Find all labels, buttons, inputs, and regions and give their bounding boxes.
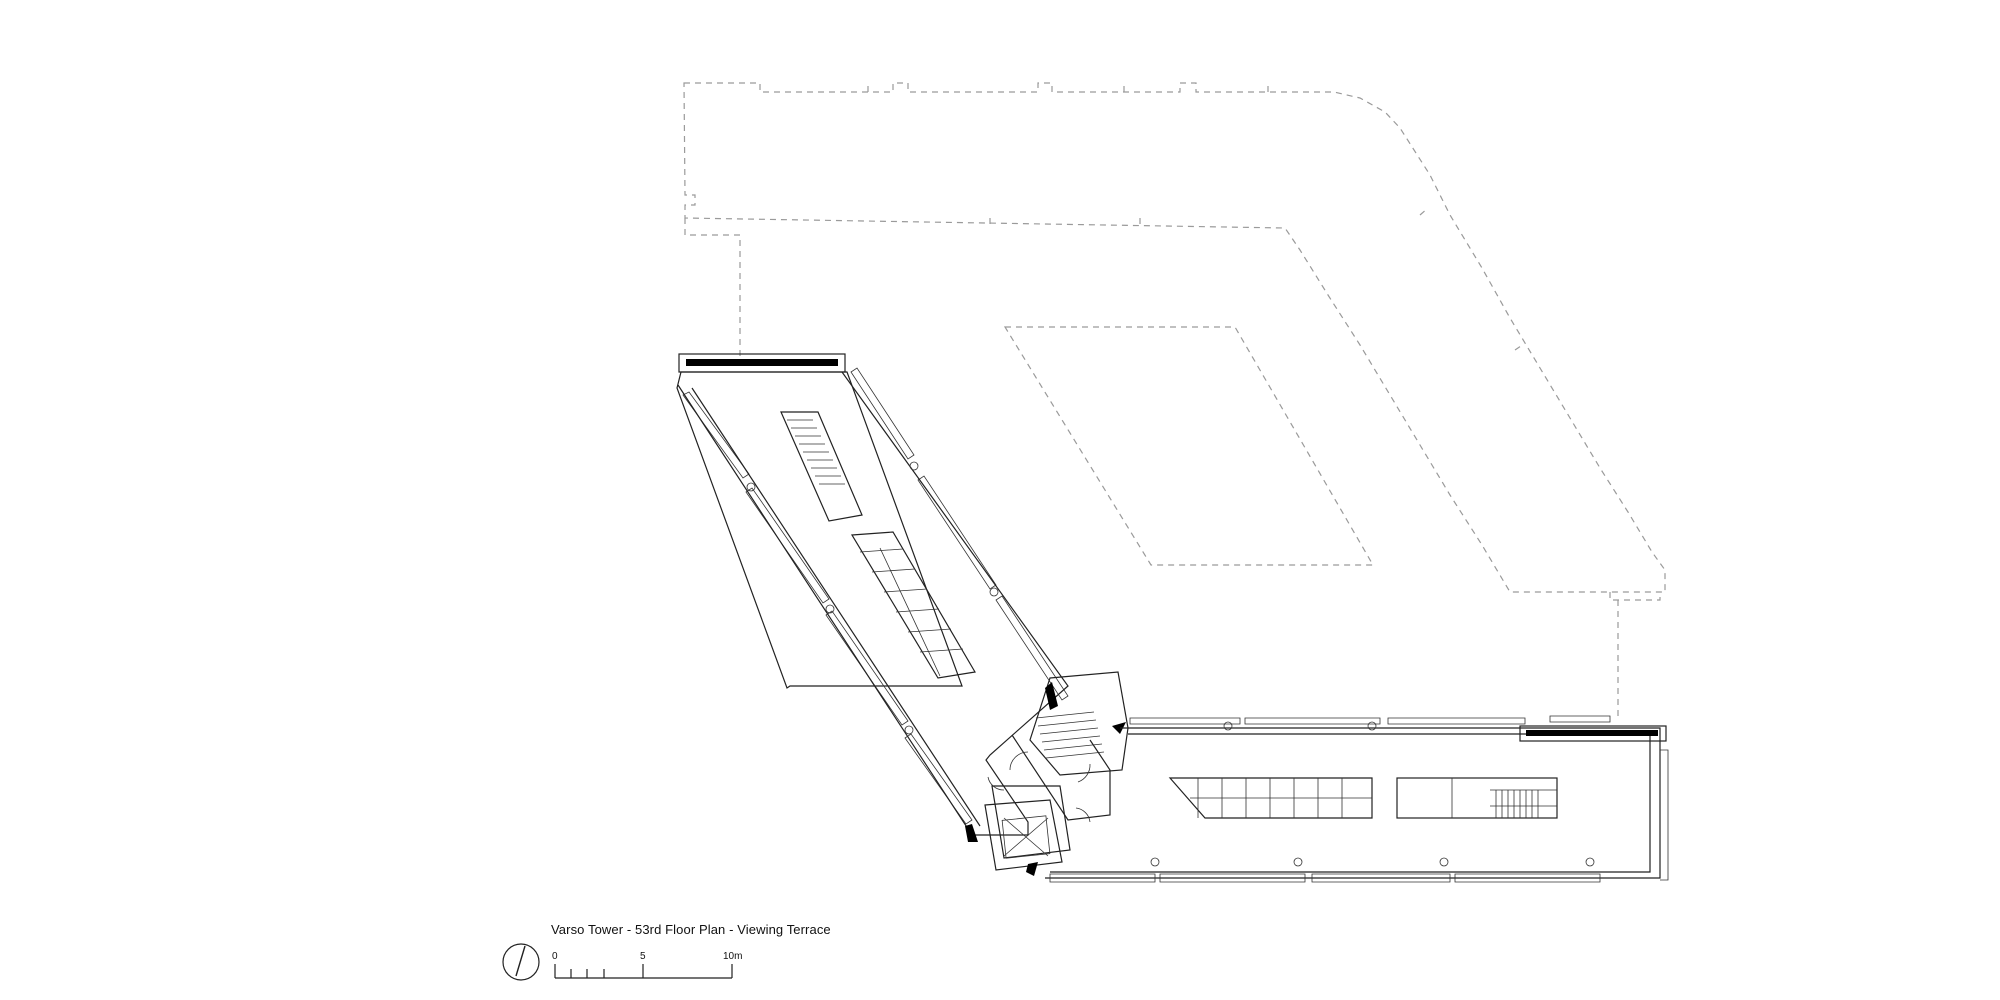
scale-tick-label: 5	[640, 951, 646, 962]
central-core	[965, 671, 1129, 876]
diagonal-wing	[676, 367, 1069, 836]
drawing-title: Varso Tower - 53rd Floor Plan - Viewing …	[551, 922, 831, 937]
east-end-wall	[1519, 725, 1667, 742]
scale-bar	[554, 964, 733, 979]
horizontal-wing	[1045, 715, 1669, 883]
north-end-wall	[678, 353, 846, 373]
lower-floor-outline	[683, 82, 1666, 720]
north-arrow-icon	[502, 943, 540, 981]
scale-tick-label: 0	[552, 951, 558, 962]
scale-tick-label: 10m	[723, 951, 743, 962]
